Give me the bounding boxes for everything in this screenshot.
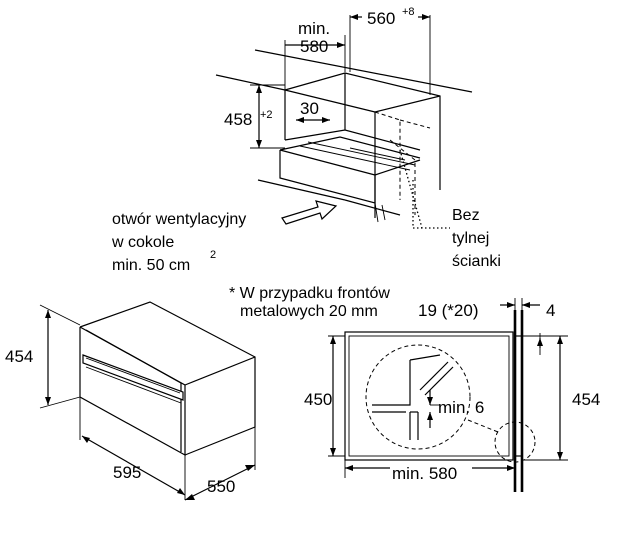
- oven-drawing: [79, 301, 256, 457]
- cabinet-niche-drawing: [215, 49, 473, 223]
- top-gap-value: 4: [546, 301, 555, 320]
- height-tolerance: +2: [260, 109, 273, 121]
- outer-height-value: 454: [572, 390, 600, 409]
- width-tolerance: +8: [402, 6, 415, 18]
- vent-arrow-icon: [281, 200, 338, 225]
- oven-height-value: 454: [5, 347, 33, 366]
- min-gap-value: min. 6: [438, 398, 484, 417]
- min-label: min.: [298, 19, 330, 38]
- oven-width-value: 595: [113, 463, 141, 482]
- oven-depth-value: 550: [207, 477, 235, 496]
- width-560-value: 560: [367, 9, 395, 28]
- depth-30-value: 30: [300, 99, 319, 118]
- vent-label-line3: min. 50 cm: [112, 257, 190, 274]
- side-dimensions: [328, 298, 568, 478]
- side-section-drawing: [344, 310, 536, 492]
- nowall-line3: ścianki: [452, 253, 501, 270]
- height-458-value: 458: [224, 110, 252, 129]
- oven-dimensions: [39, 304, 256, 501]
- inner-height-value: 450: [304, 390, 332, 409]
- nowall-line1: Bez: [452, 207, 480, 224]
- vent-label-line2: w cokole: [111, 234, 174, 251]
- min-depth-value: min. 580: [392, 464, 457, 483]
- vent-label-sup: 2: [210, 249, 216, 261]
- top-dimensions: [250, 14, 431, 149]
- note-line1: * W przypadku frontów: [229, 285, 390, 302]
- nowall-line2: tylnej: [452, 230, 489, 247]
- min-580-value: 580: [300, 37, 328, 56]
- front-thickness-value: 19 (*20): [418, 301, 478, 320]
- vent-label-line1: otwór wentylacyjny: [112, 211, 246, 228]
- note-line2: metalowych 20 mm: [240, 303, 378, 320]
